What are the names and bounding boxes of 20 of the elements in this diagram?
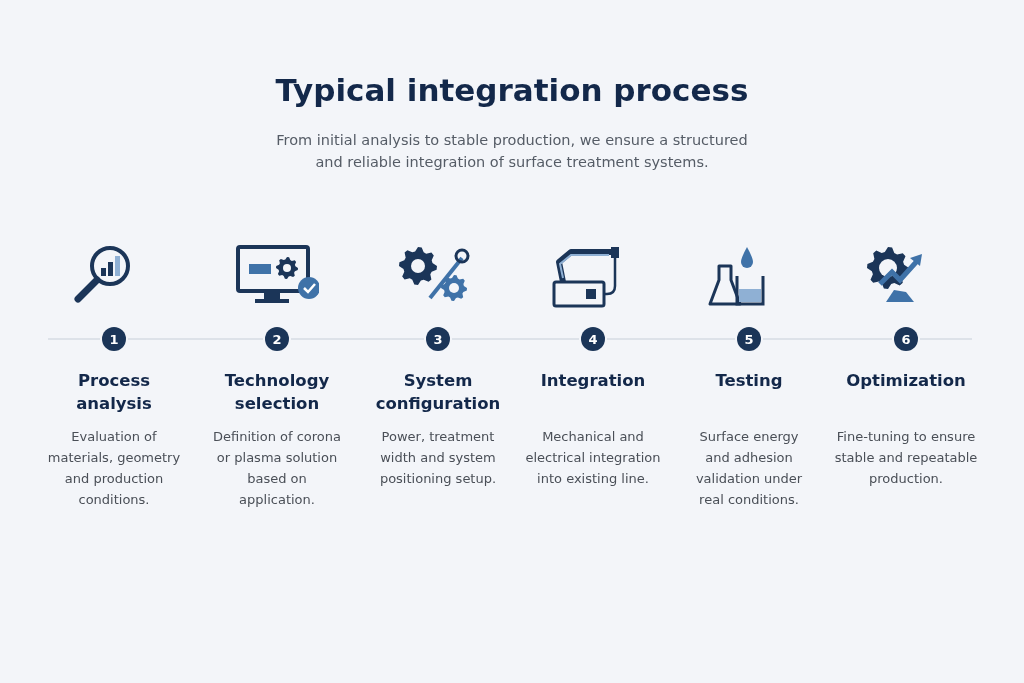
step-title: Integration <box>539 370 647 392</box>
step-description: Fine-tuning to ensure stable and repeatable production. <box>833 428 979 488</box>
step-description: Evaluation of materials, geometry and production conditions. <box>46 428 182 509</box>
step-description: Power, treatment width and system positioning setup. <box>378 428 498 488</box>
step-description: Definition of corona or plasma solution based on application. <box>212 428 342 509</box>
step-number: 6 <box>894 327 918 351</box>
step-number: 5 <box>737 327 761 351</box>
step-title: Process analysis <box>75 370 153 415</box>
subtitle: From initial analysis to stable production, we ensure a structured and reliable integration of surface treatment systems. <box>275 131 749 172</box>
step-title: Testing <box>714 370 784 392</box>
step-description: Surface energy and adhesion validation under real conditions. <box>694 428 804 509</box>
step-title: Optimization <box>845 370 967 392</box>
step-number: 1 <box>102 327 126 351</box>
step-number: 3 <box>426 327 450 351</box>
title: Typical integration process <box>274 72 750 108</box>
step-number: 2 <box>265 327 289 351</box>
step-title: System configuration <box>374 370 502 415</box>
step-number: 4 <box>581 327 605 351</box>
step-title: Technology selection <box>223 370 331 415</box>
step-description: Mechanical and electrical integration into existing line. <box>524 428 662 488</box>
